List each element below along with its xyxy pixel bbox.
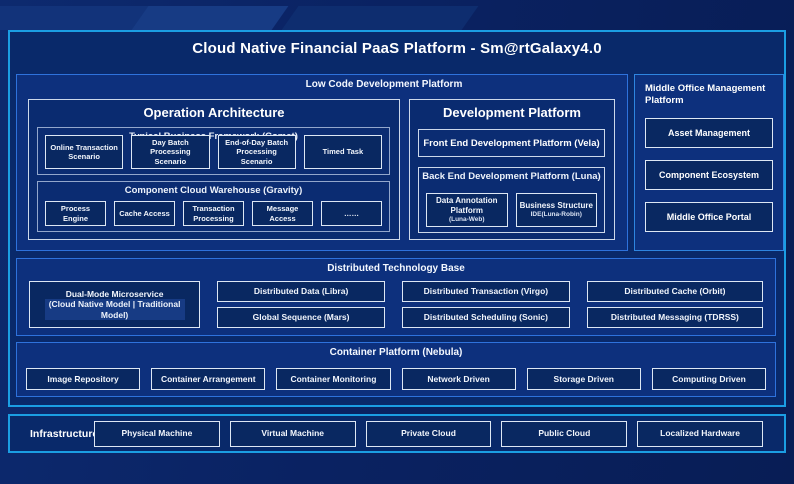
back-end-items-row: Data Annotation Platform (Luna-Web) Busi… xyxy=(419,192,604,227)
operation-architecture-panel: Operation Architecture Typical Business … xyxy=(28,99,400,240)
typical-business-framework-group: Typical Business Framework (Comet) Onlin… xyxy=(37,127,390,175)
node-transaction-processing: Transaction Processing xyxy=(183,201,244,226)
node-title: Dual-Mode Microservice xyxy=(65,288,164,299)
node-computing-driven: Computing Driven xyxy=(651,368,767,390)
node-title: Business Structure xyxy=(519,200,593,210)
development-platform-title: Development Platform xyxy=(443,105,581,120)
node-subtitle: (Luna-Web) xyxy=(448,215,485,223)
development-platform-panel: Development Platform Front End Developme… xyxy=(409,99,615,240)
node-physical-machine: Physical Machine xyxy=(94,420,220,447)
infrastructure-section: Infrastructure Physical Machine Virtual … xyxy=(8,414,786,453)
node-public-cloud: Public Cloud xyxy=(501,420,628,447)
node-subtitle: IDE(Luna-Robin) xyxy=(530,210,582,218)
operation-architecture-title: Operation Architecture xyxy=(143,105,285,120)
back-end-development-group: Back End Development Platform (Luna) Dat… xyxy=(418,167,605,233)
distributed-technology-section: Distributed Technology Base Dual-Mode Mi… xyxy=(16,258,776,336)
node-private-cloud: Private Cloud xyxy=(365,420,492,447)
distributed-technology-label: Distributed Technology Base xyxy=(327,263,465,274)
node-container-monitoring: Container Monitoring xyxy=(276,368,391,390)
node-message-access: Message Access xyxy=(252,201,313,226)
middle-office-section: Middle Office Management Platform Asset … xyxy=(634,74,784,251)
container-platform-section: Container Platform (Nebula) Image Reposi… xyxy=(16,342,776,397)
node-business-structure-ide: Business Structure IDE(Luna-Robin) xyxy=(515,192,597,227)
typical-business-items-row: Online Transaction Scenario Day Batch Pr… xyxy=(38,134,389,169)
node-more-ellipsis: …… xyxy=(321,201,382,226)
distributed-grid: Dual-Mode Microservice (Cloud Native Mod… xyxy=(17,281,775,328)
node-dual-mode-microservice: Dual-Mode Microservice (Cloud Native Mod… xyxy=(29,281,201,328)
node-image-repository: Image Repository xyxy=(26,368,141,390)
typical-business-framework-label: Typical Business Framework (Comet) xyxy=(129,131,298,142)
node-distributed-data: Distributed Data (Libra) xyxy=(217,281,385,302)
infrastructure-items-row: Physical Machine Virtual Machine Private… xyxy=(94,420,784,447)
low-code-platform-section: Low Code Development Platform Operation … xyxy=(16,74,628,251)
node-global-sequence: Global Sequence (Mars) xyxy=(217,307,385,328)
node-distributed-cache: Distributed Cache (Orbit) xyxy=(586,281,763,302)
node-asset-management: Asset Management xyxy=(645,117,773,148)
infrastructure-label: Infrastructure xyxy=(30,427,99,440)
node-process-engine: Process Engine xyxy=(45,201,106,226)
node-cache-access: Cache Access xyxy=(114,201,175,226)
diagram-title: Cloud Native Financial PaaS Platform - S… xyxy=(192,40,602,57)
node-network-driven: Network Driven xyxy=(401,368,516,390)
main-frame: Cloud Native Financial PaaS Platform - S… xyxy=(8,30,786,407)
node-subtitle: (Cloud Native Model | Traditional Model) xyxy=(44,299,185,321)
component-cloud-warehouse-label: Component Cloud Warehouse (Gravity) xyxy=(124,185,303,196)
node-end-of-day-batch-processing-scenario: End-of-Day Batch Processing Scenario xyxy=(217,134,296,169)
node-distributed-transaction: Distributed Transaction (Virgo) xyxy=(401,281,570,302)
container-items-row: Image Repository Container Arrangement C… xyxy=(17,368,775,390)
node-distributed-scheduling: Distributed Scheduling (Sonic) xyxy=(401,307,570,328)
node-data-annotation-platform: Data Annotation Platform (Luna-Web) xyxy=(426,192,508,227)
middle-office-label: Middle Office Management Platform xyxy=(645,83,766,107)
node-middle-office-portal: Middle Office Portal xyxy=(645,201,773,232)
node-localized-hardware: Localized Hardware xyxy=(637,420,763,447)
decor-stripe xyxy=(131,6,289,30)
container-platform-label: Container Platform (Nebula) xyxy=(329,347,463,358)
node-component-ecosystem: Component Ecosystem xyxy=(645,159,773,190)
back-end-development-label: Back End Development Platform (Luna) xyxy=(422,171,601,182)
node-day-batch-processing-scenario: Day Batch Processing Scenario xyxy=(131,134,210,169)
node-front-end-development-platform: Front End Development Platform (Vela) xyxy=(418,129,605,157)
component-cloud-items-row: Process Engine Cache Access Transaction … xyxy=(38,201,389,226)
component-cloud-warehouse-group: Component Cloud Warehouse (Gravity) Proc… xyxy=(37,181,390,232)
node-timed-task: Timed Task xyxy=(303,134,382,169)
node-online-transaction-scenario: Online Transaction Scenario xyxy=(45,134,124,169)
node-distributed-messaging: Distributed Messaging (TDRSS) xyxy=(586,307,763,328)
node-virtual-machine: Virtual Machine xyxy=(229,420,356,447)
node-container-arrangement: Container Arrangement xyxy=(151,368,266,390)
node-storage-driven: Storage Driven xyxy=(526,368,641,390)
node-title: Data Annotation Platform xyxy=(436,195,498,215)
low-code-platform-label: Low Code Development Platform xyxy=(305,79,463,90)
decor-stripe xyxy=(281,6,479,30)
